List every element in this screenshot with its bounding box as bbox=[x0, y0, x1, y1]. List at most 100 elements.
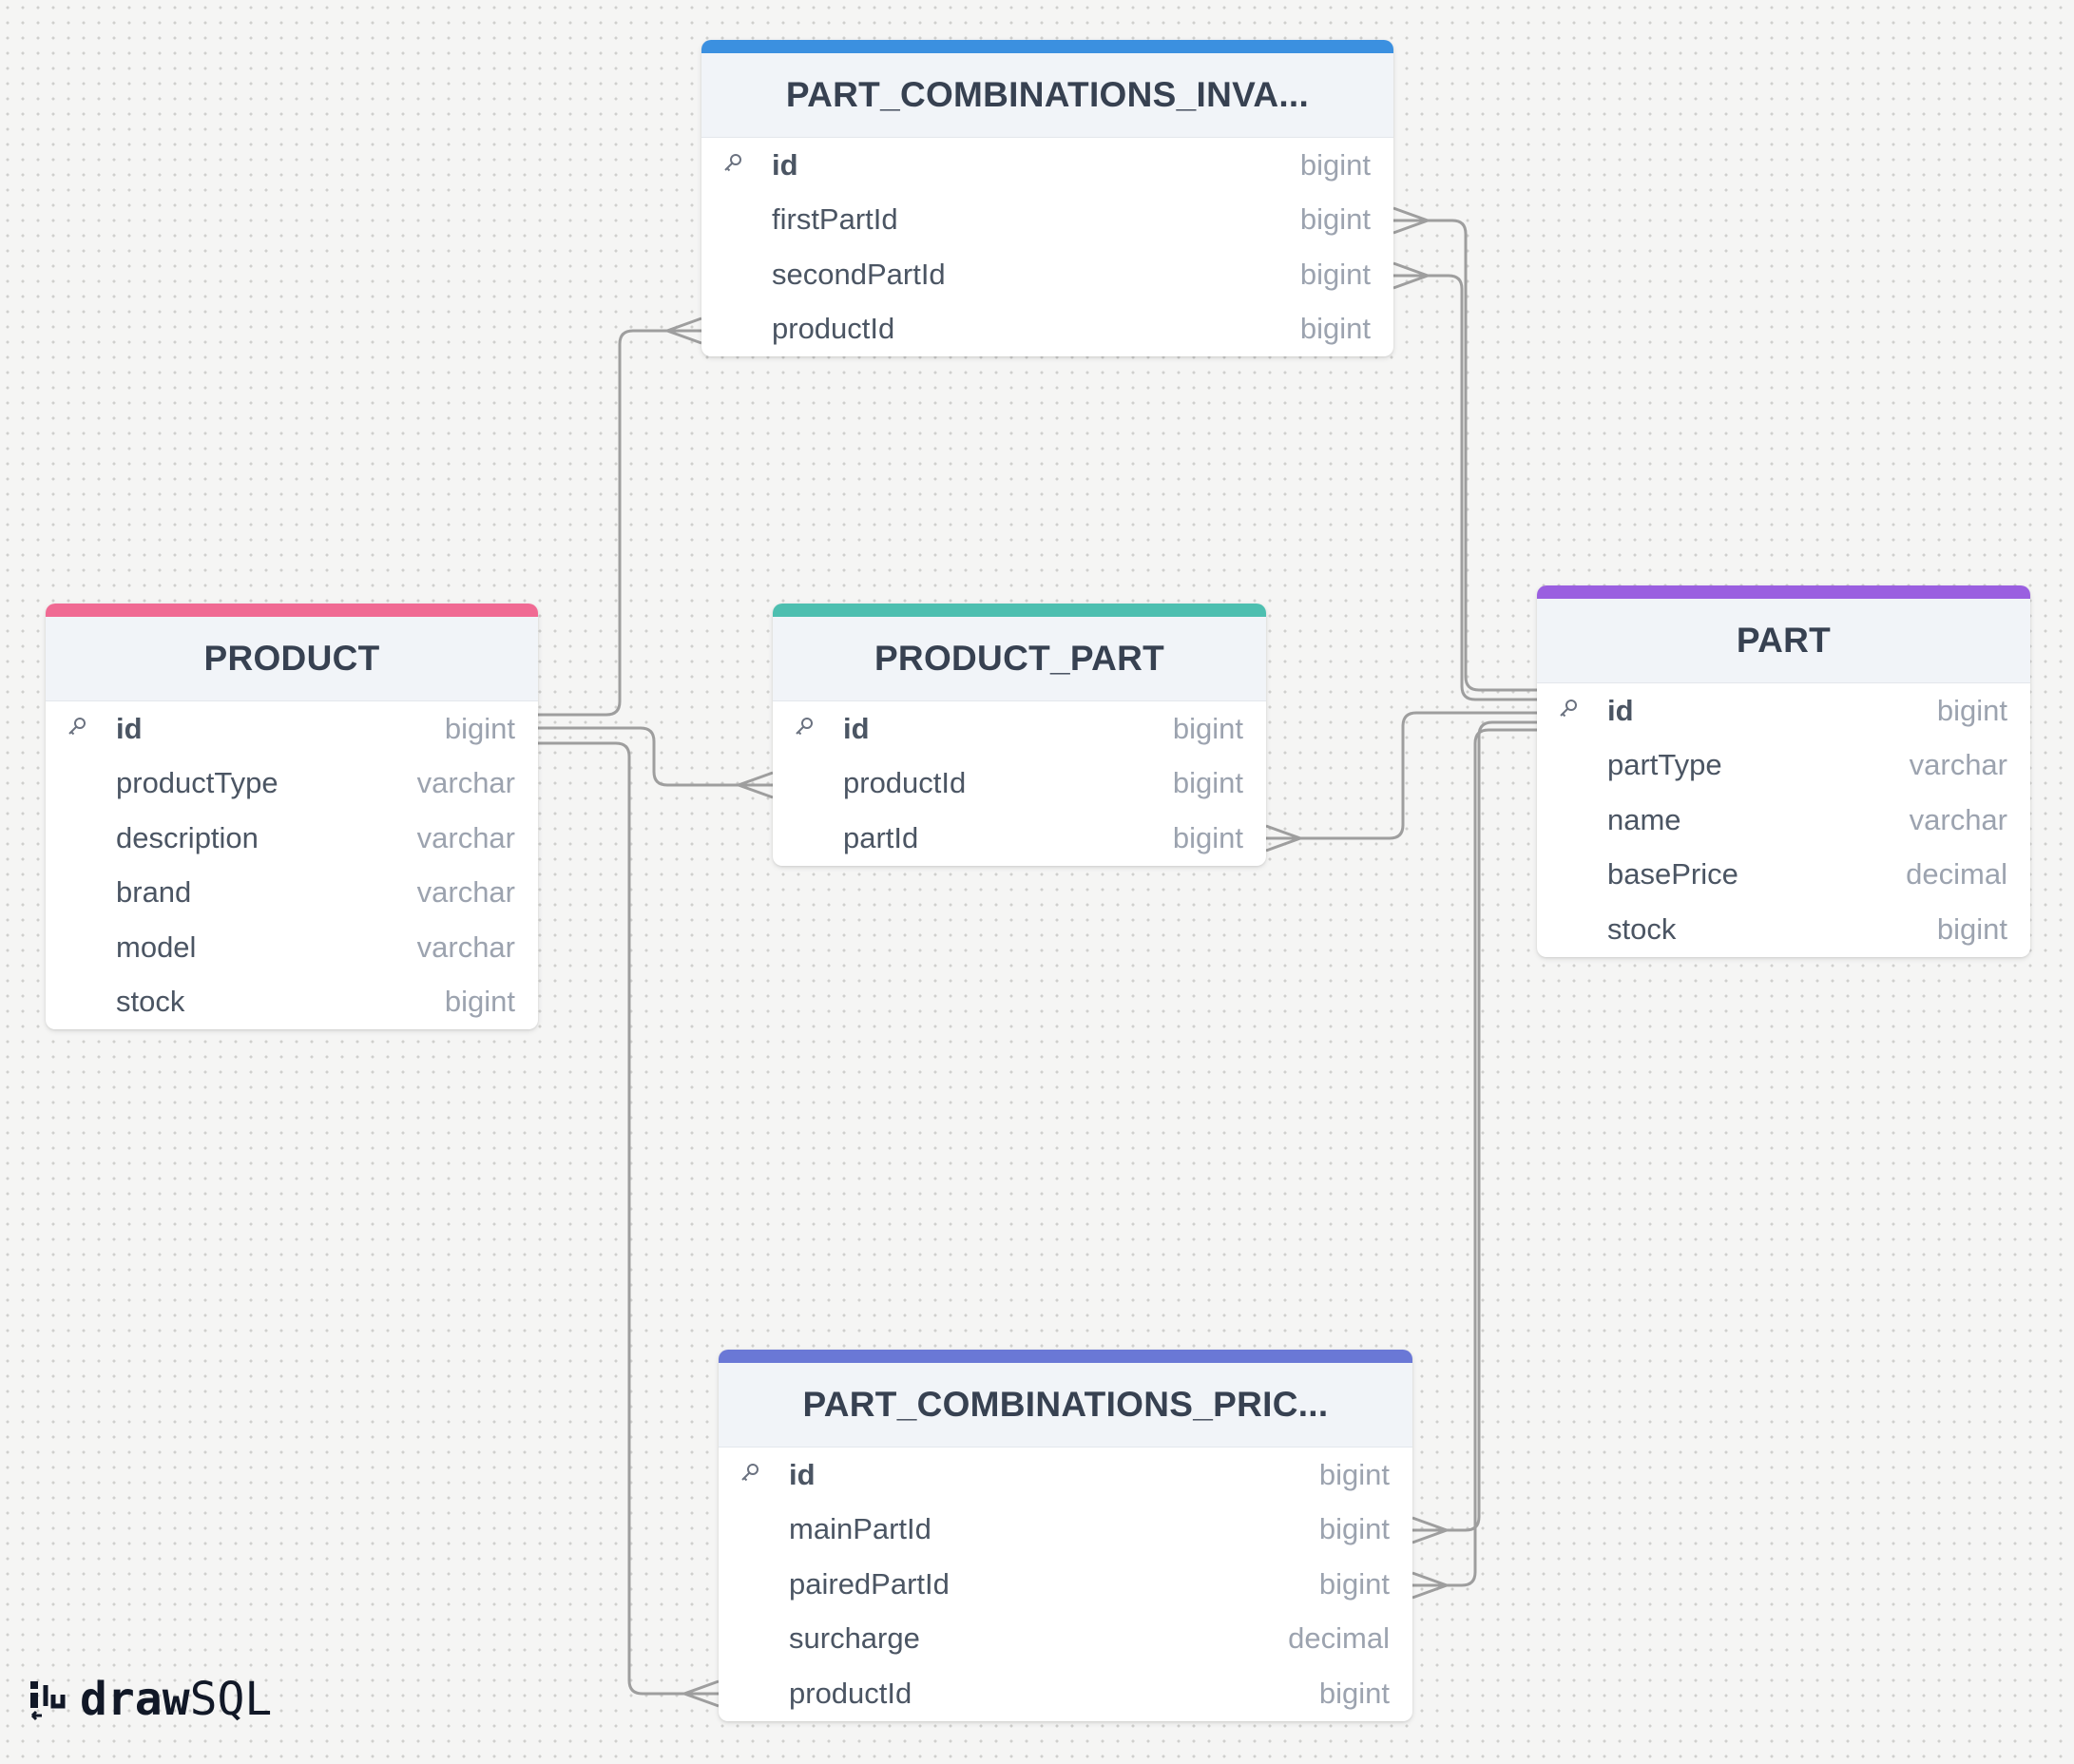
relationship-line[interactable] bbox=[1412, 720, 1537, 1532]
primary-key-row[interactable]: id bigint bbox=[719, 1448, 1412, 1503]
table-color-bar bbox=[701, 40, 1393, 53]
column-name: name bbox=[1607, 802, 1681, 836]
column-row[interactable]: productId bigint bbox=[701, 302, 1393, 357]
primary-key-row[interactable]: id bigint bbox=[46, 701, 538, 757]
key-icon bbox=[722, 152, 751, 179]
column-type: varchar bbox=[416, 875, 515, 910]
crows-foot-marker bbox=[1392, 206, 1432, 235]
crows-foot-marker bbox=[1392, 261, 1432, 290]
column-name: secondPartId bbox=[772, 257, 946, 291]
relationship-line[interactable] bbox=[538, 329, 701, 717]
column-row[interactable]: firstPartId bigint bbox=[701, 193, 1393, 248]
column-type: bigint bbox=[1318, 1457, 1390, 1491]
column-type: bigint bbox=[1299, 257, 1371, 291]
column-name: id bbox=[789, 1457, 816, 1491]
column-name: firstPartId bbox=[772, 202, 898, 237]
table-title: PART bbox=[1537, 599, 2030, 683]
column-type: varchar bbox=[1909, 802, 2007, 836]
primary-key-row[interactable]: id bigint bbox=[701, 138, 1393, 193]
column-type: decimal bbox=[1906, 857, 2007, 892]
column-name: id bbox=[1607, 693, 1634, 727]
table-title: PRODUCT bbox=[46, 617, 538, 701]
drawsql-logo-icon bbox=[30, 1681, 66, 1721]
relationship-line[interactable] bbox=[1393, 274, 1537, 701]
column-row[interactable]: name varchar bbox=[1537, 793, 2030, 848]
column-name: id bbox=[772, 147, 798, 182]
column-row[interactable]: mainPartId bigint bbox=[719, 1503, 1412, 1558]
column-name: productId bbox=[789, 1676, 912, 1710]
column-type: bigint bbox=[1936, 911, 2007, 946]
crows-foot-marker bbox=[663, 316, 702, 345]
relationship-line[interactable] bbox=[538, 741, 719, 1696]
key-icon bbox=[739, 1462, 768, 1488]
relationship-line[interactable] bbox=[1266, 711, 1537, 840]
column-type: bigint bbox=[1299, 312, 1371, 346]
column-row[interactable]: productId bigint bbox=[773, 757, 1266, 812]
column-name: mainPartId bbox=[789, 1512, 931, 1546]
column-name: partType bbox=[1607, 748, 1722, 782]
table-product[interactable]: PRODUCT id bigint productType varchar descri… bbox=[46, 604, 538, 1029]
table-color-bar bbox=[1537, 585, 2030, 599]
table-title: PART_COMBINATIONS_INVA... bbox=[701, 53, 1393, 138]
column-name: productId bbox=[843, 766, 967, 800]
column-name: stock bbox=[116, 985, 185, 1019]
column-type: bigint bbox=[1318, 1512, 1390, 1546]
relationship-line[interactable] bbox=[1393, 219, 1537, 692]
column-row[interactable]: basePrice decimal bbox=[1537, 848, 2030, 903]
column-type: bigint bbox=[1318, 1676, 1390, 1710]
column-type: bigint bbox=[1172, 766, 1243, 800]
column-name: model bbox=[116, 930, 197, 964]
brand-sql: SQL bbox=[189, 1673, 273, 1726]
table-color-bar bbox=[773, 604, 1266, 617]
column-name: productId bbox=[772, 312, 895, 346]
column-type: varchar bbox=[1909, 748, 2007, 782]
crows-foot-marker bbox=[1265, 824, 1305, 853]
column-type: bigint bbox=[1299, 147, 1371, 182]
table-title: PRODUCT_PART bbox=[773, 617, 1266, 701]
column-row[interactable]: partType varchar bbox=[1537, 738, 2030, 794]
key-icon bbox=[67, 716, 95, 742]
column-row[interactable]: productType varchar bbox=[46, 757, 538, 812]
column-type: bigint bbox=[1936, 693, 2007, 727]
table-color-bar bbox=[46, 604, 538, 617]
column-name: surcharge bbox=[789, 1621, 920, 1656]
crows-foot-marker bbox=[1411, 1571, 1451, 1600]
column-name: brand bbox=[116, 875, 192, 910]
key-icon bbox=[794, 716, 822, 742]
primary-key-row[interactable]: id bigint bbox=[1537, 683, 2030, 738]
column-row[interactable]: model varchar bbox=[46, 920, 538, 975]
table-part[interactable]: PART id bigint partType varchar name varchar b… bbox=[1537, 585, 2030, 957]
relationship-line[interactable] bbox=[1412, 728, 1537, 1587]
column-type: bigint bbox=[444, 711, 515, 745]
key-icon bbox=[1558, 698, 1586, 724]
table-color-bar bbox=[719, 1350, 1412, 1363]
column-name: basePrice bbox=[1607, 857, 1738, 892]
column-type: bigint bbox=[1318, 1566, 1390, 1601]
column-row[interactable]: brand varchar bbox=[46, 866, 538, 921]
relationship-line[interactable] bbox=[538, 726, 773, 787]
column-name: description bbox=[116, 820, 259, 854]
column-name: productType bbox=[116, 766, 278, 800]
column-type: varchar bbox=[416, 930, 515, 964]
column-type: bigint bbox=[1172, 711, 1243, 745]
column-name: partId bbox=[843, 820, 919, 854]
crows-foot-marker bbox=[734, 771, 774, 799]
column-name: id bbox=[116, 711, 143, 745]
column-row[interactable]: secondPartId bigint bbox=[701, 247, 1393, 302]
column-type: varchar bbox=[416, 766, 515, 800]
column-type: bigint bbox=[1299, 202, 1371, 237]
crows-foot-marker bbox=[1411, 1516, 1451, 1544]
column-row[interactable]: productId bigint bbox=[719, 1666, 1412, 1721]
